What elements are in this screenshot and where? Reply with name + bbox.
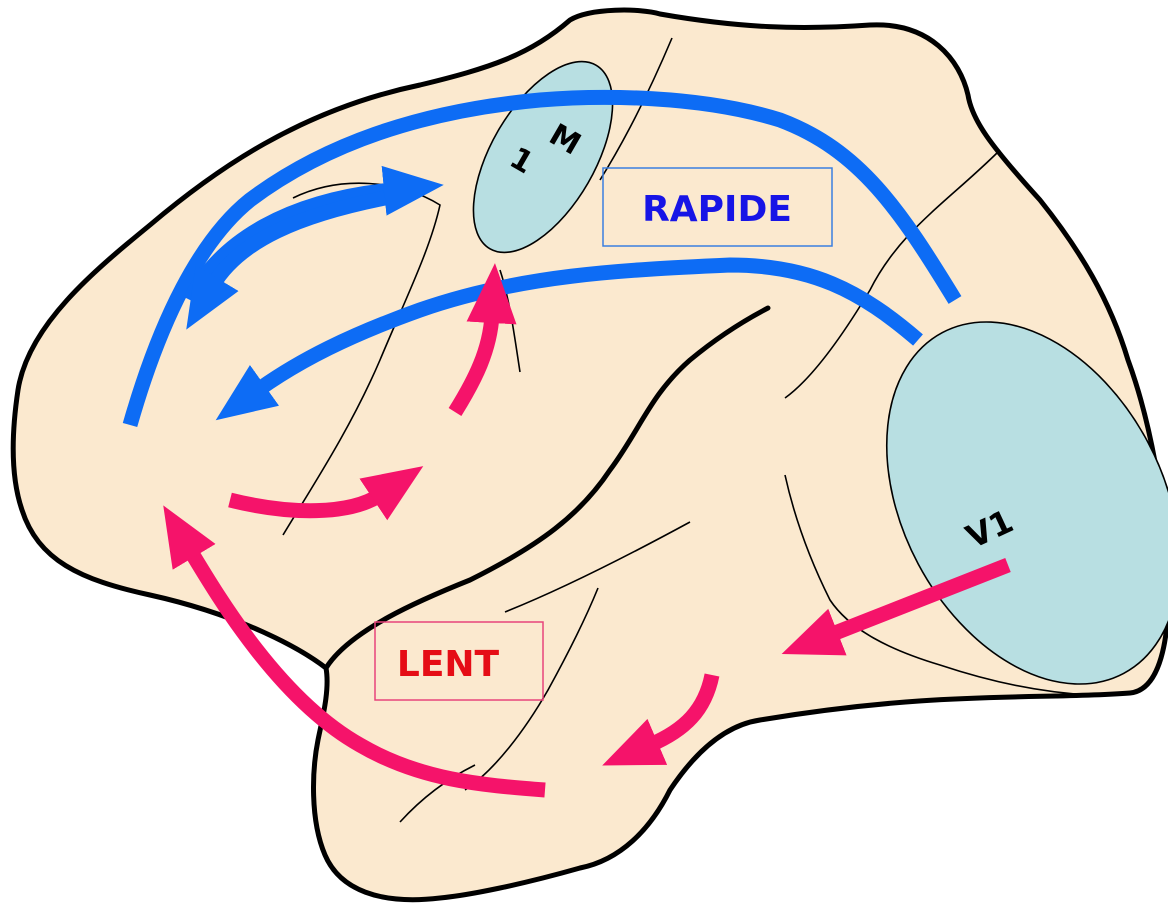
fast-label: RAPIDE — [642, 189, 792, 230]
slow-label: LENT — [397, 644, 500, 685]
